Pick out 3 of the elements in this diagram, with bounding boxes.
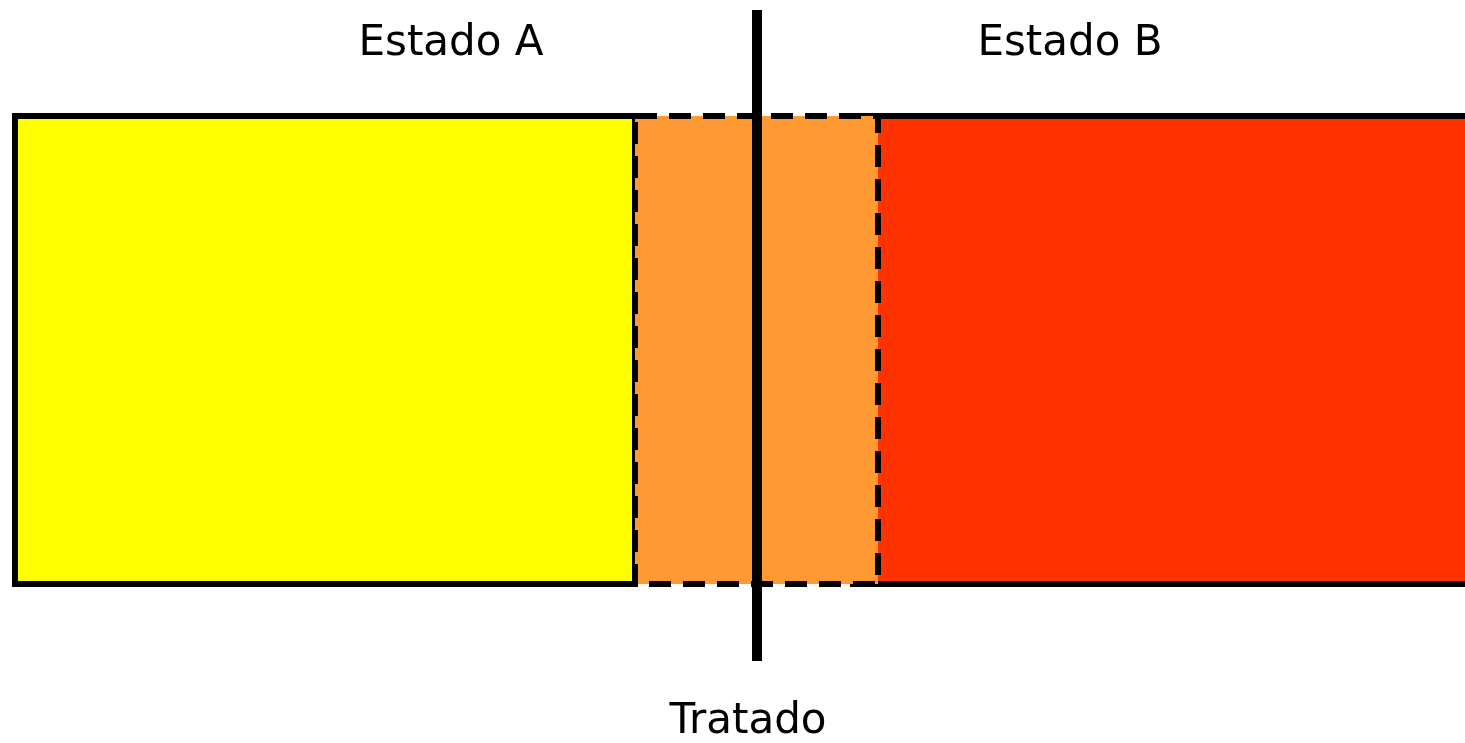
state-label: Estado B [977, 20, 1163, 62]
state-label: Estado A [358, 20, 544, 62]
state-label: Tratado [669, 698, 827, 740]
